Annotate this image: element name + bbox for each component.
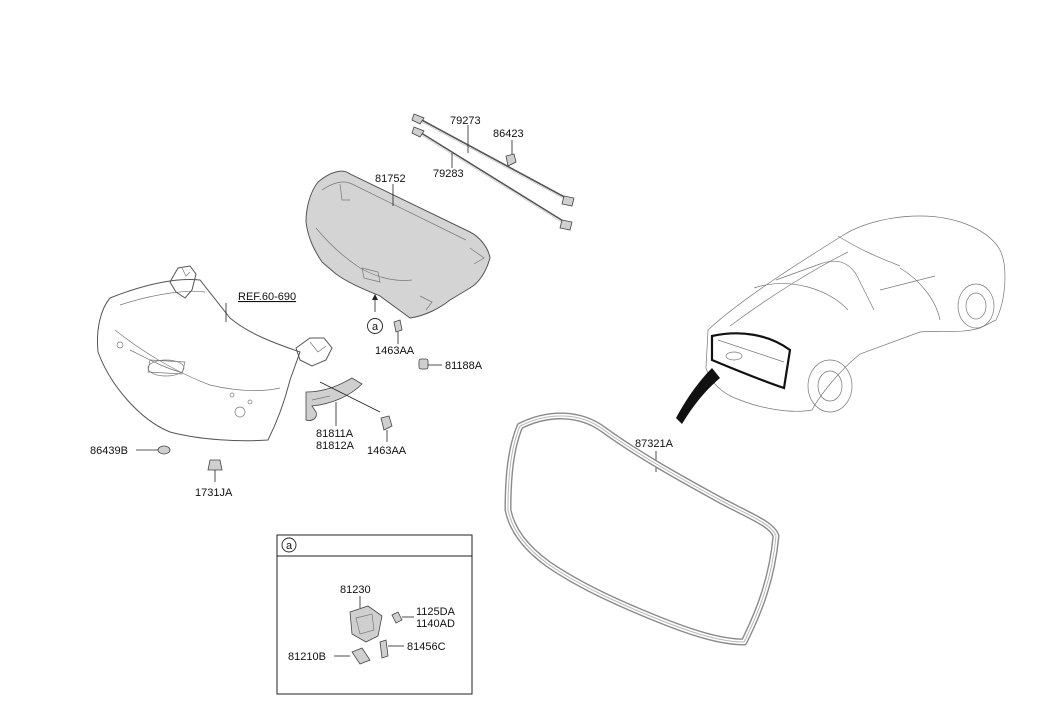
detail-box-a: a [276, 534, 473, 695]
label-81812A: 81812A [316, 440, 355, 452]
label-79273: 79273 [450, 115, 481, 127]
label-1463AA-mid: 1463AA [367, 445, 407, 457]
detail-marker-text: a [372, 321, 379, 333]
label-81811A: 81811A [316, 428, 354, 440]
label-86423: 86423 [493, 128, 524, 140]
trunk-lid-panel [97, 265, 333, 442]
small-fasteners: a [157, 294, 442, 482]
label-81188A: 81188A [445, 360, 483, 372]
label-1731JA: 1731JA [195, 487, 233, 499]
detail-marker-circle [367, 318, 383, 334]
label-81230: 81230 [340, 584, 371, 596]
label-86439B: 86439B [90, 445, 128, 457]
label-79283: 79283 [433, 168, 464, 180]
label-1125DA: 1125DA [416, 606, 456, 618]
label-81752: 81752 [375, 173, 406, 185]
detail-box-marker-circle [281, 537, 297, 553]
trunk-lid-rods [411, 113, 575, 231]
weatherstrip-seal [504, 412, 780, 646]
vehicle-rear-view [676, 215, 1006, 424]
trunk-lid-trim [305, 170, 491, 319]
label-81210B: 81210B [288, 651, 326, 663]
leader-lines [136, 125, 657, 472]
label-1140AD: 1140AD [416, 618, 455, 630]
part-labels: 79273 86423 79283 81752 REF.60-690 1463A… [90, 115, 674, 663]
label-1463AA-top: 1463AA [375, 345, 415, 357]
label-81456C: 81456C [407, 641, 446, 653]
detail-box-marker-text: a [286, 540, 293, 552]
label-ref-60-690: REF.60-690 [238, 291, 296, 303]
label-87321A: 87321A [635, 438, 674, 450]
